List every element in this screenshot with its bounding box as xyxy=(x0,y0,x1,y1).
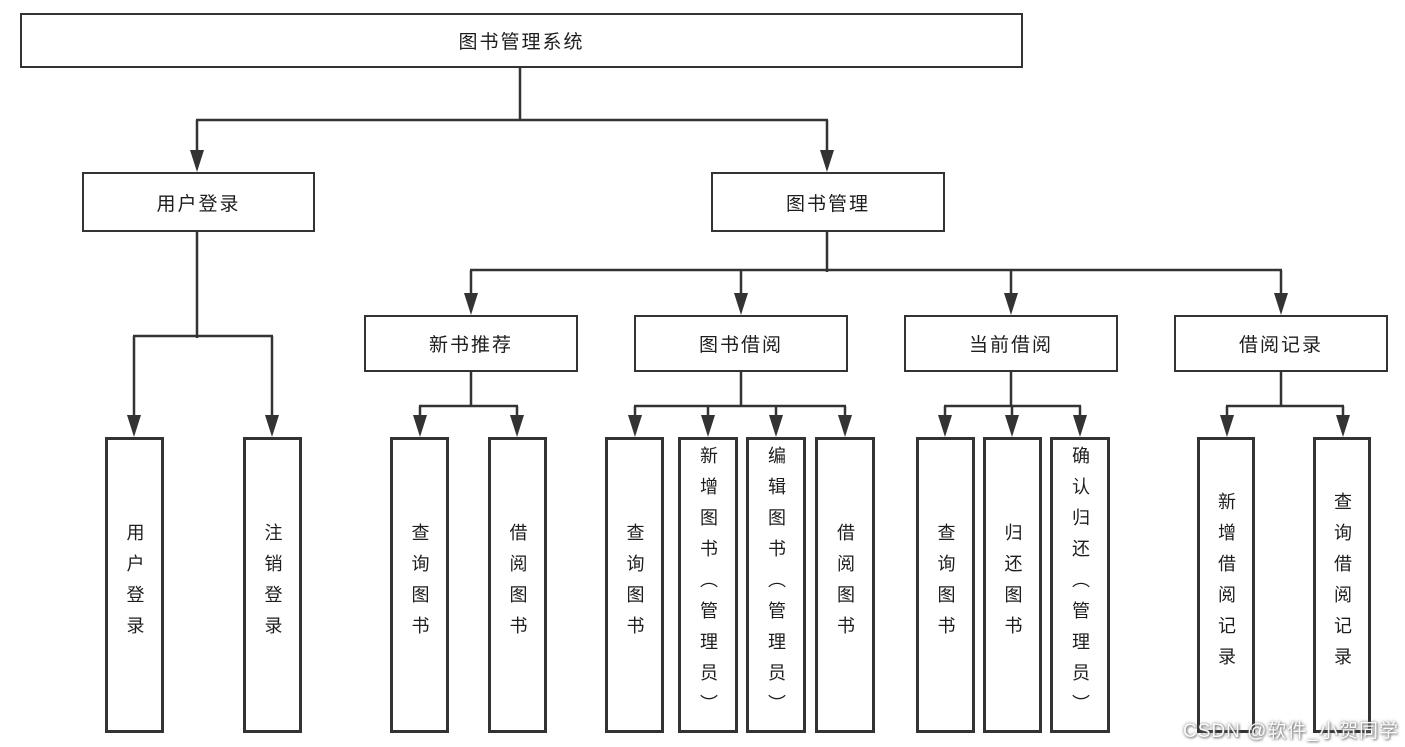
node-book-management-label: 图书管理 xyxy=(785,193,870,215)
leaf-borrow-books-recommend-label: 借阅图书 xyxy=(507,523,528,647)
leaf-query-borrow-record-label: 查询借阅记录 xyxy=(1332,492,1352,678)
leaf-return-book-label: 归还图书 xyxy=(1002,523,1023,647)
node-book-borrowing: 图书借阅 xyxy=(634,315,848,372)
leaf-confirm-return-admin: 确认归还（管理员） xyxy=(1050,437,1110,733)
leaf-add-book-admin: 新增图书（管理员） xyxy=(678,437,738,733)
leaf-logout-label: 注销登录 xyxy=(262,523,283,647)
node-current-borrowing: 当前借阅 xyxy=(904,315,1118,372)
leaf-query-books-recommend: 查询图书 xyxy=(390,437,449,733)
leaf-query-books-current-label: 查询图书 xyxy=(935,523,956,647)
node-root-system: 图书管理系统 xyxy=(20,13,1023,68)
leaf-query-books-borrow-label: 查询图书 xyxy=(624,523,645,647)
leaf-query-borrow-record: 查询借阅记录 xyxy=(1313,437,1371,733)
leaf-add-book-admin-label: 新增图书（管理员） xyxy=(698,445,718,725)
node-root-system-label: 图书管理系统 xyxy=(458,32,585,53)
node-book-borrowing-label: 图书借阅 xyxy=(698,335,783,356)
leaf-query-books-current: 查询图书 xyxy=(916,437,975,733)
node-new-book-recommend: 新书推荐 xyxy=(364,315,578,372)
leaf-edit-book-admin-label: 编辑图书（管理员） xyxy=(766,445,786,725)
leaf-add-borrow-record-label: 新增借阅记录 xyxy=(1216,492,1236,678)
arrow-down-icons xyxy=(127,150,1350,437)
node-user-login: 用户登录 xyxy=(82,172,315,232)
leaf-query-books-borrow: 查询图书 xyxy=(605,437,664,733)
leaf-borrow-books: 借阅图书 xyxy=(815,437,875,733)
leaf-add-borrow-record: 新增借阅记录 xyxy=(1197,437,1255,733)
leaf-logout: 注销登录 xyxy=(243,437,302,733)
leaf-borrow-books-recommend: 借阅图书 xyxy=(488,437,547,733)
leaf-confirm-return-admin-label: 确认归还（管理员） xyxy=(1070,445,1090,725)
node-borrow-records: 借阅记录 xyxy=(1174,315,1388,372)
leaf-user-login: 用户登录 xyxy=(105,437,164,733)
node-user-login-label: 用户登录 xyxy=(156,193,241,215)
leaf-query-books-recommend-label: 查询图书 xyxy=(409,523,430,647)
node-new-book-recommend-label: 新书推荐 xyxy=(428,335,513,356)
node-current-borrowing-label: 当前借阅 xyxy=(968,335,1053,356)
node-book-management: 图书管理 xyxy=(711,172,945,232)
leaf-user-login-label: 用户登录 xyxy=(124,523,145,647)
leaf-return-book: 归还图书 xyxy=(983,437,1042,733)
node-borrow-records-label: 借阅记录 xyxy=(1238,335,1323,356)
csdn-watermark: CSDN @软件_小贺同学 xyxy=(1183,721,1399,742)
leaf-edit-book-admin: 编辑图书（管理员） xyxy=(746,437,806,733)
connector-lines xyxy=(132,66,1345,418)
leaf-borrow-books-label: 借阅图书 xyxy=(835,523,855,647)
